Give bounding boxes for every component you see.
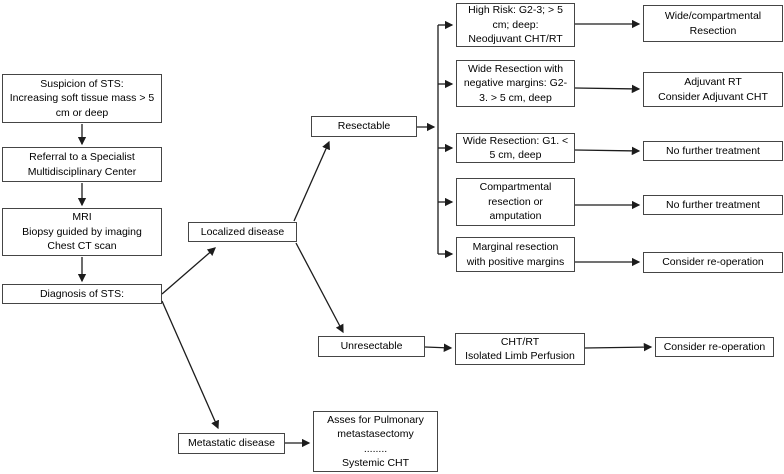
node-wide-compartmental-resection-label: Wide/compartmental Resection	[664, 10, 762, 37]
arrow-wide-negative-to-adjuvant	[574, 84, 641, 94]
node-pulmonary-metastasectomy: Asses for Pulmonary metastasectomy .....…	[313, 411, 438, 472]
arrow-localized-to-resectable	[293, 140, 330, 222]
node-diagnosis-label: Diagnosis of STS:	[39, 287, 125, 300]
node-metastatic-disease: Metastatic disease	[178, 433, 285, 454]
node-suspicion: Suspicion of STS: Increasing soft tissue…	[2, 74, 162, 123]
node-resectable: Resectable	[311, 116, 417, 137]
node-consider-reoperation-2-label: Consider re-operation	[663, 340, 766, 353]
node-referral: Referral to a Specialist Multidisciplina…	[2, 147, 162, 182]
node-marginal-resection: Marginal resection with positive margins	[456, 237, 575, 272]
node-cht-rt-perfusion: CHT/RT Isolated Limb Perfusion	[455, 333, 585, 365]
arrow-unresectable-to-chtrt	[424, 343, 453, 352]
node-wide-resection-negative-label: Wide Resection with negative margins: G2…	[463, 62, 568, 104]
node-resectable-label: Resectable	[337, 120, 391, 133]
node-unresectable: Unresectable	[318, 336, 425, 357]
node-mri-workup-label: MRI Biopsy guided by imaging Chest CT sc…	[22, 211, 142, 253]
node-suspicion-label: Suspicion of STS: Increasing soft tissue…	[9, 77, 155, 119]
node-wide-compartmental-resection: Wide/compartmental Resection	[643, 5, 783, 42]
node-no-further-treatment-1: No further treatment	[643, 141, 783, 161]
node-localized-disease-label: Localized disease	[200, 225, 285, 238]
node-localized-disease: Localized disease	[188, 222, 297, 242]
node-referral-label: Referral to a Specialist Multidisciplina…	[27, 151, 137, 178]
node-high-risk-neoadjuvant: High Risk: G2-3; > 5 cm; deep: Neodjuvan…	[456, 3, 575, 47]
node-mri-workup: MRI Biopsy guided by imaging Chest CT sc…	[2, 208, 162, 256]
node-high-risk-neoadjuvant-label: High Risk: G2-3; > 5 cm; deep: Neodjuvan…	[468, 4, 563, 46]
node-consider-reoperation-1: Consider re-operation	[643, 252, 783, 273]
node-marginal-resection-label: Marginal resection with positive margins	[466, 241, 565, 268]
node-wide-resection-g1-label: Wide Resection: G1. < 5 cm, deep	[462, 134, 569, 162]
arrow-diagnosis-to-localized	[161, 247, 216, 295]
node-diagnosis: Diagnosis of STS:	[2, 284, 162, 304]
node-metastatic-disease-label: Metastatic disease	[188, 437, 275, 450]
node-consider-reoperation-1-label: Consider re-operation	[662, 256, 764, 269]
arrow-localized-to-unresectable	[295, 242, 344, 334]
node-cht-rt-perfusion-label: CHT/RT Isolated Limb Perfusion	[465, 335, 575, 363]
node-compartmental-resection: Compartmental resection or amputation	[456, 178, 575, 226]
node-wide-resection-g1: Wide Resection: G1. < 5 cm, deep	[456, 133, 575, 163]
node-no-further-treatment-2: No further treatment	[643, 195, 783, 215]
arrow-diagnosis-to-metastatic	[161, 300, 219, 430]
node-unresectable-label: Unresectable	[340, 340, 403, 353]
node-no-further-treatment-1-label: No further treatment	[666, 144, 760, 157]
node-adjuvant-rt: Adjuvant RT Consider Adjuvant CHT	[643, 72, 783, 107]
arrow-chtrt-to-reop	[584, 342, 653, 352]
node-wide-resection-negative: Wide Resection with negative margins: G2…	[456, 60, 575, 107]
node-adjuvant-rt-label: Adjuvant RT Consider Adjuvant CHT	[658, 76, 768, 103]
arrow-wide-g1-to-no-treatment	[574, 146, 641, 156]
node-pulmonary-metastasectomy-label: Asses for Pulmonary metastasectomy .....…	[327, 413, 424, 470]
node-no-further-treatment-2-label: No further treatment	[666, 198, 760, 211]
node-consider-reoperation-2: Consider re-operation	[655, 337, 774, 357]
node-compartmental-resection-label: Compartmental resection or amputation	[479, 181, 552, 223]
